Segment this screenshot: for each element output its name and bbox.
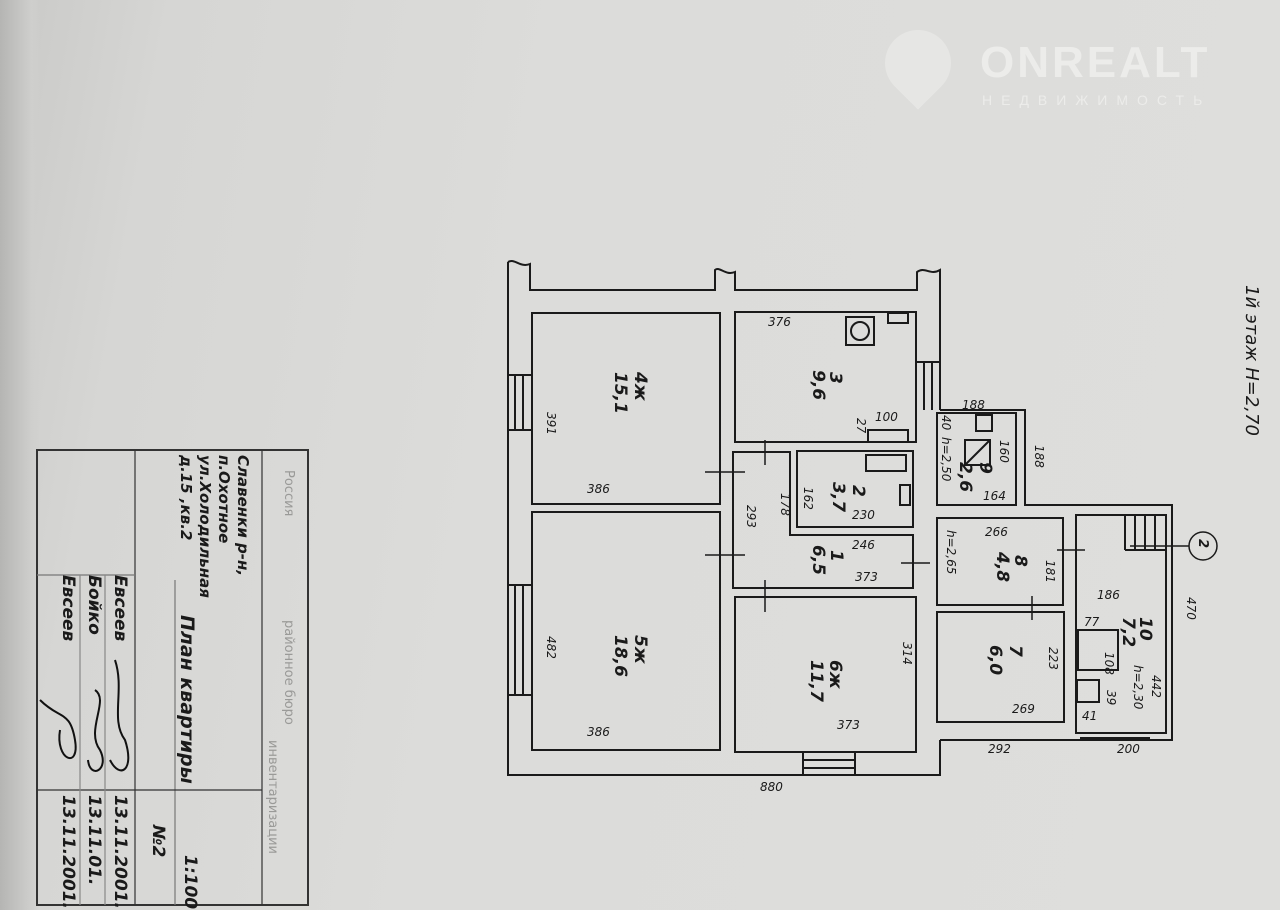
dim: 100 [875,410,898,424]
dim: 186 [1097,588,1120,602]
dim: 266 [985,525,1008,539]
outer-wall [507,260,941,776]
dim: 188 [962,398,985,412]
room-7 [936,611,1065,723]
room-2 [796,450,914,528]
dim: 164 [983,489,1006,503]
window [916,361,941,410]
window [508,584,533,696]
dim: 230 [852,508,875,522]
door [705,440,1085,620]
room-6 [734,596,917,753]
dim: 292 [988,742,1011,756]
dim: 77 [1084,615,1100,629]
dim: 376 [768,315,791,329]
watermark-subtitle: НЕДВИЖИМОСТЬ [982,92,1212,108]
toilet-icon [964,439,991,466]
dim: 386 [587,725,610,739]
window [802,752,856,776]
dim: 373 [837,718,860,732]
annex-wall [940,409,1173,741]
dim: 200 [1117,742,1140,756]
dim: 246 [852,538,875,552]
stairs-icon [1124,515,1166,551]
stove-icon [845,316,875,346]
window [1080,732,1150,739]
watermark-brand: ONREALT [980,38,1211,87]
dim: 386 [587,482,610,496]
bathtub-icon [865,454,907,472]
heater-icon [1076,679,1100,703]
dim: 41 [1082,709,1098,723]
dim-total: 880 [760,780,783,794]
dim: 269 [1012,702,1035,716]
room-1 [732,451,914,589]
sink-icon [867,429,909,443]
signature [87,689,104,772]
room-9 [936,412,1017,506]
signature [109,659,130,772]
window [508,374,533,431]
paper-shadow [0,0,40,910]
stove-burner-icon [850,321,870,341]
room-3 [734,311,917,443]
dim: 373 [855,570,878,584]
room-8 [936,517,1064,606]
signature [39,699,77,760]
